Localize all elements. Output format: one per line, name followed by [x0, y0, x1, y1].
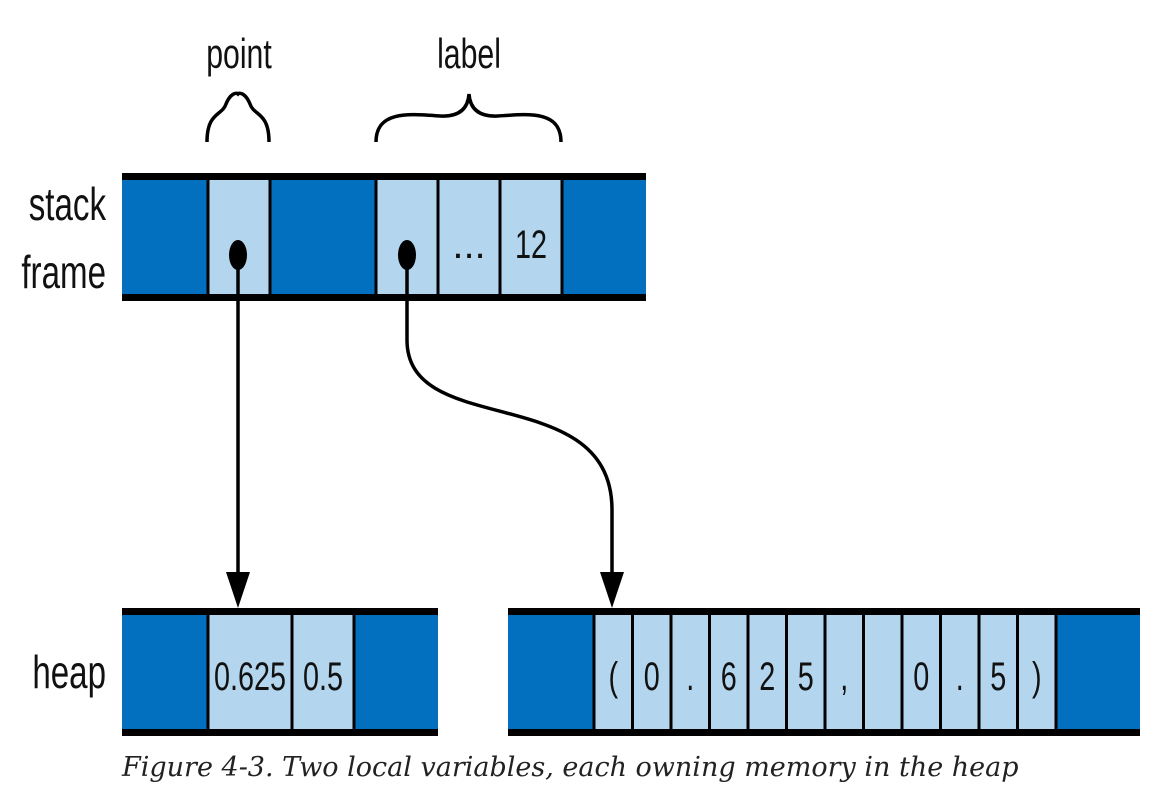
string-byte-char: 5 — [990, 654, 1006, 699]
point-arrowhead — [226, 572, 250, 608]
string-byte-char: 5 — [798, 654, 814, 699]
stack-length-value: 12 — [515, 222, 547, 267]
point-label: point — [206, 30, 272, 77]
stack-label-line1: stack — [29, 180, 107, 230]
label-pointer-dot — [398, 240, 416, 270]
stack-ellipsis: ... — [452, 223, 485, 267]
string-byte-cell — [709, 611, 748, 733]
figure-caption: Figure 4-3. Two local variables, each ow… — [122, 752, 1019, 783]
string-byte-cell — [902, 611, 941, 733]
string-byte-char: ) — [1032, 654, 1042, 699]
string-byte-char: . — [686, 654, 694, 699]
string-byte-cell — [671, 611, 710, 733]
heap-cell-dark — [122, 611, 208, 733]
heap-value-x: 0.625 — [214, 654, 286, 699]
stack-label-line2: frame — [21, 248, 106, 298]
stack-bottom-border — [122, 294, 646, 301]
heap-string-dark-right — [1056, 611, 1140, 733]
string-byte-char: , — [840, 654, 848, 699]
heap-cell-x — [208, 611, 292, 733]
string-byte-cell — [825, 611, 864, 733]
string-byte-cell — [863, 611, 902, 733]
stack-cell-label-len — [500, 176, 562, 298]
string-byte-char: ( — [608, 654, 618, 699]
point-pointer-dot — [229, 240, 247, 270]
stack-top-border — [122, 173, 646, 180]
string-byte-char: 2 — [759, 654, 775, 699]
label-arrowhead — [600, 572, 624, 608]
string-byte-char: 0 — [644, 654, 660, 699]
string-byte-char: . — [956, 654, 964, 699]
heap-value-y: 0.5 — [303, 654, 343, 699]
heap-string-dark-left — [508, 611, 594, 733]
stack-cell-label-cap — [438, 176, 500, 298]
string-byte-cell — [1017, 611, 1056, 733]
stack-cell-dark — [562, 176, 646, 298]
point-brace — [205, 91, 271, 143]
string-byte-cell — [979, 611, 1018, 733]
string-byte-cell — [786, 611, 825, 733]
label-brace — [374, 93, 563, 143]
string-byte-cell — [632, 611, 671, 733]
stack-dividers — [206, 176, 564, 298]
string-byte-char: 0 — [913, 654, 929, 699]
heap-cell-dark — [354, 611, 438, 733]
stack-frame: ... 12 — [122, 173, 646, 301]
heap-point-block: 0.625 0.5 — [122, 608, 438, 736]
stack-cell-dark — [122, 176, 208, 298]
string-byte-cell — [594, 611, 633, 733]
heap-label: heap — [32, 648, 106, 698]
label-arrow-shaft — [405, 262, 614, 580]
label-label: label — [437, 30, 501, 77]
string-byte-char: 6 — [721, 654, 737, 699]
string-byte-cell — [940, 611, 979, 733]
string-byte-cell — [748, 611, 787, 733]
stack-cell-dark — [270, 176, 376, 298]
heap-cell-y — [292, 611, 354, 733]
